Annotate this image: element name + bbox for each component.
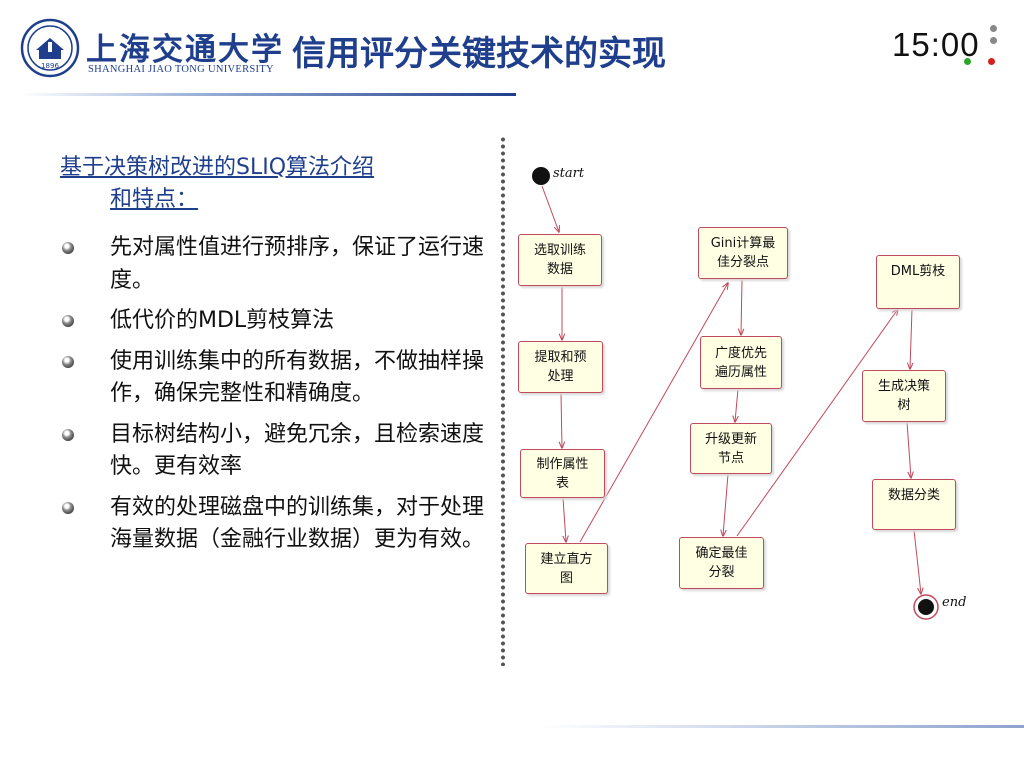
timer-start-icon[interactable] <box>964 58 971 65</box>
node-data-classification: 数据分类 <box>872 479 956 530</box>
flow-arrow <box>906 421 911 478</box>
timer-stop-icon[interactable] <box>988 58 995 65</box>
start-node-icon <box>532 167 550 185</box>
node-determine-best-split: 确定最佳 分裂 <box>679 537 764 589</box>
node-build-attribute-table: 制作属性 表 <box>520 449 605 498</box>
feature-list: 先对属性值进行预排序，保证了运行速度。 低代价的MDL剪枝算法 使用训练集中的所… <box>60 232 490 565</box>
timer-menu-dot-icon[interactable] <box>990 37 997 44</box>
start-label: start <box>553 166 585 181</box>
end-node-icon <box>913 594 939 620</box>
intro-line-2: 和特点： <box>110 187 199 212</box>
intro-line-1: 基于决策树改进的SLIQ算法介绍 <box>60 155 375 180</box>
bullet-icon <box>62 428 74 441</box>
node-build-histogram: 建立直方 图 <box>525 543 608 594</box>
flow-arrow <box>541 185 559 232</box>
flow-arrow <box>910 308 912 369</box>
node-gini-best-split: Gini计算最 佳分裂点 <box>698 227 788 279</box>
timer-menu-dot-icon[interactable] <box>990 25 997 32</box>
flow-arrow <box>579 283 728 543</box>
bullet-icon <box>62 355 74 368</box>
seal-year: 1896 <box>41 62 59 70</box>
university-seal-icon: 1896 <box>20 18 80 78</box>
list-item: 有效的处理磁盘中的训练集，对于处理海量数据（金融行业数据）更为有效。 <box>60 492 490 557</box>
university-logo: 1896 上海交通大学 SHANGHAI JIAO TONG UNIVERSIT… <box>20 18 282 80</box>
node-generate-decision-tree: 生成决策 树 <box>862 370 946 422</box>
list-item: 低代价的MDL剪枝算法 <box>60 305 490 338</box>
header-divider <box>20 93 516 96</box>
flow-arrow <box>561 392 562 448</box>
intro-heading: 基于决策树改进的SLIQ算法介绍 和特点： <box>60 152 480 216</box>
node-extract-preprocess: 提取和预 处理 <box>518 341 603 393</box>
dotted-divider <box>500 136 506 666</box>
flow-arrow <box>913 529 921 594</box>
bullet-icon <box>62 242 74 254</box>
flow-arrow <box>563 497 566 542</box>
page-title: 信用评分关键技术的实现 <box>292 34 666 74</box>
list-item: 使用训练集中的所有数据，不做抽样操作，确保完整性和精确度。 <box>60 346 490 411</box>
bullet-icon <box>62 501 74 514</box>
list-item: 目标树结构小，避免冗余，且检索速度快。更有效率 <box>60 419 490 484</box>
node-select-training-data: 选取训练 数据 <box>518 234 602 286</box>
node-update-nodes: 升级更新 节点 <box>690 423 772 474</box>
flow-arrow <box>735 388 738 422</box>
footer-divider <box>540 725 1024 728</box>
node-bfs-attributes: 广度优先 遍历属性 <box>700 336 782 389</box>
countdown-timer: 15:00 <box>892 26 980 63</box>
flow-arrow <box>741 278 742 335</box>
node-dml-pruning: DML剪枝 <box>876 255 960 309</box>
end-label: end <box>942 595 967 610</box>
list-item: 先对属性值进行预排序，保证了运行速度。 <box>60 232 490 297</box>
flow-arrow <box>723 473 729 536</box>
bullet-icon <box>62 315 74 327</box>
logo-chinese-name: 上海交通大学 <box>86 32 284 68</box>
logo-english-name: SHANGHAI JIAO TONG UNIVERSITY <box>88 64 274 75</box>
end-node-inner-icon <box>918 599 934 615</box>
